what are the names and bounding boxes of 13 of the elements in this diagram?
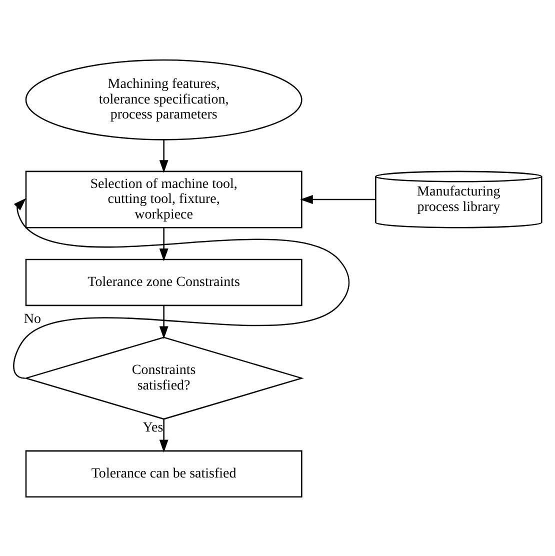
arrow — [159, 305, 168, 339]
arrow — [300, 194, 376, 204]
arrow — [159, 228, 168, 261]
node-box: Selection of machine tool, cutting tool, fixture, workpiece — [25, 170, 302, 228]
arrow — [13, 198, 350, 378]
node-ellipse: Machining features, tolerance specification, process parameters — [25, 58, 302, 140]
node-diamond: Constraints satisfied? — [24, 336, 304, 420]
edge-label: No — [24, 310, 42, 326]
node-box: Tolerance zone Constraints — [25, 258, 302, 306]
arrow — [159, 140, 168, 172]
edge-label: Yes — [142, 418, 164, 435]
arrow — [159, 419, 168, 452]
node-box: Tolerance can be satisfied — [25, 450, 302, 498]
